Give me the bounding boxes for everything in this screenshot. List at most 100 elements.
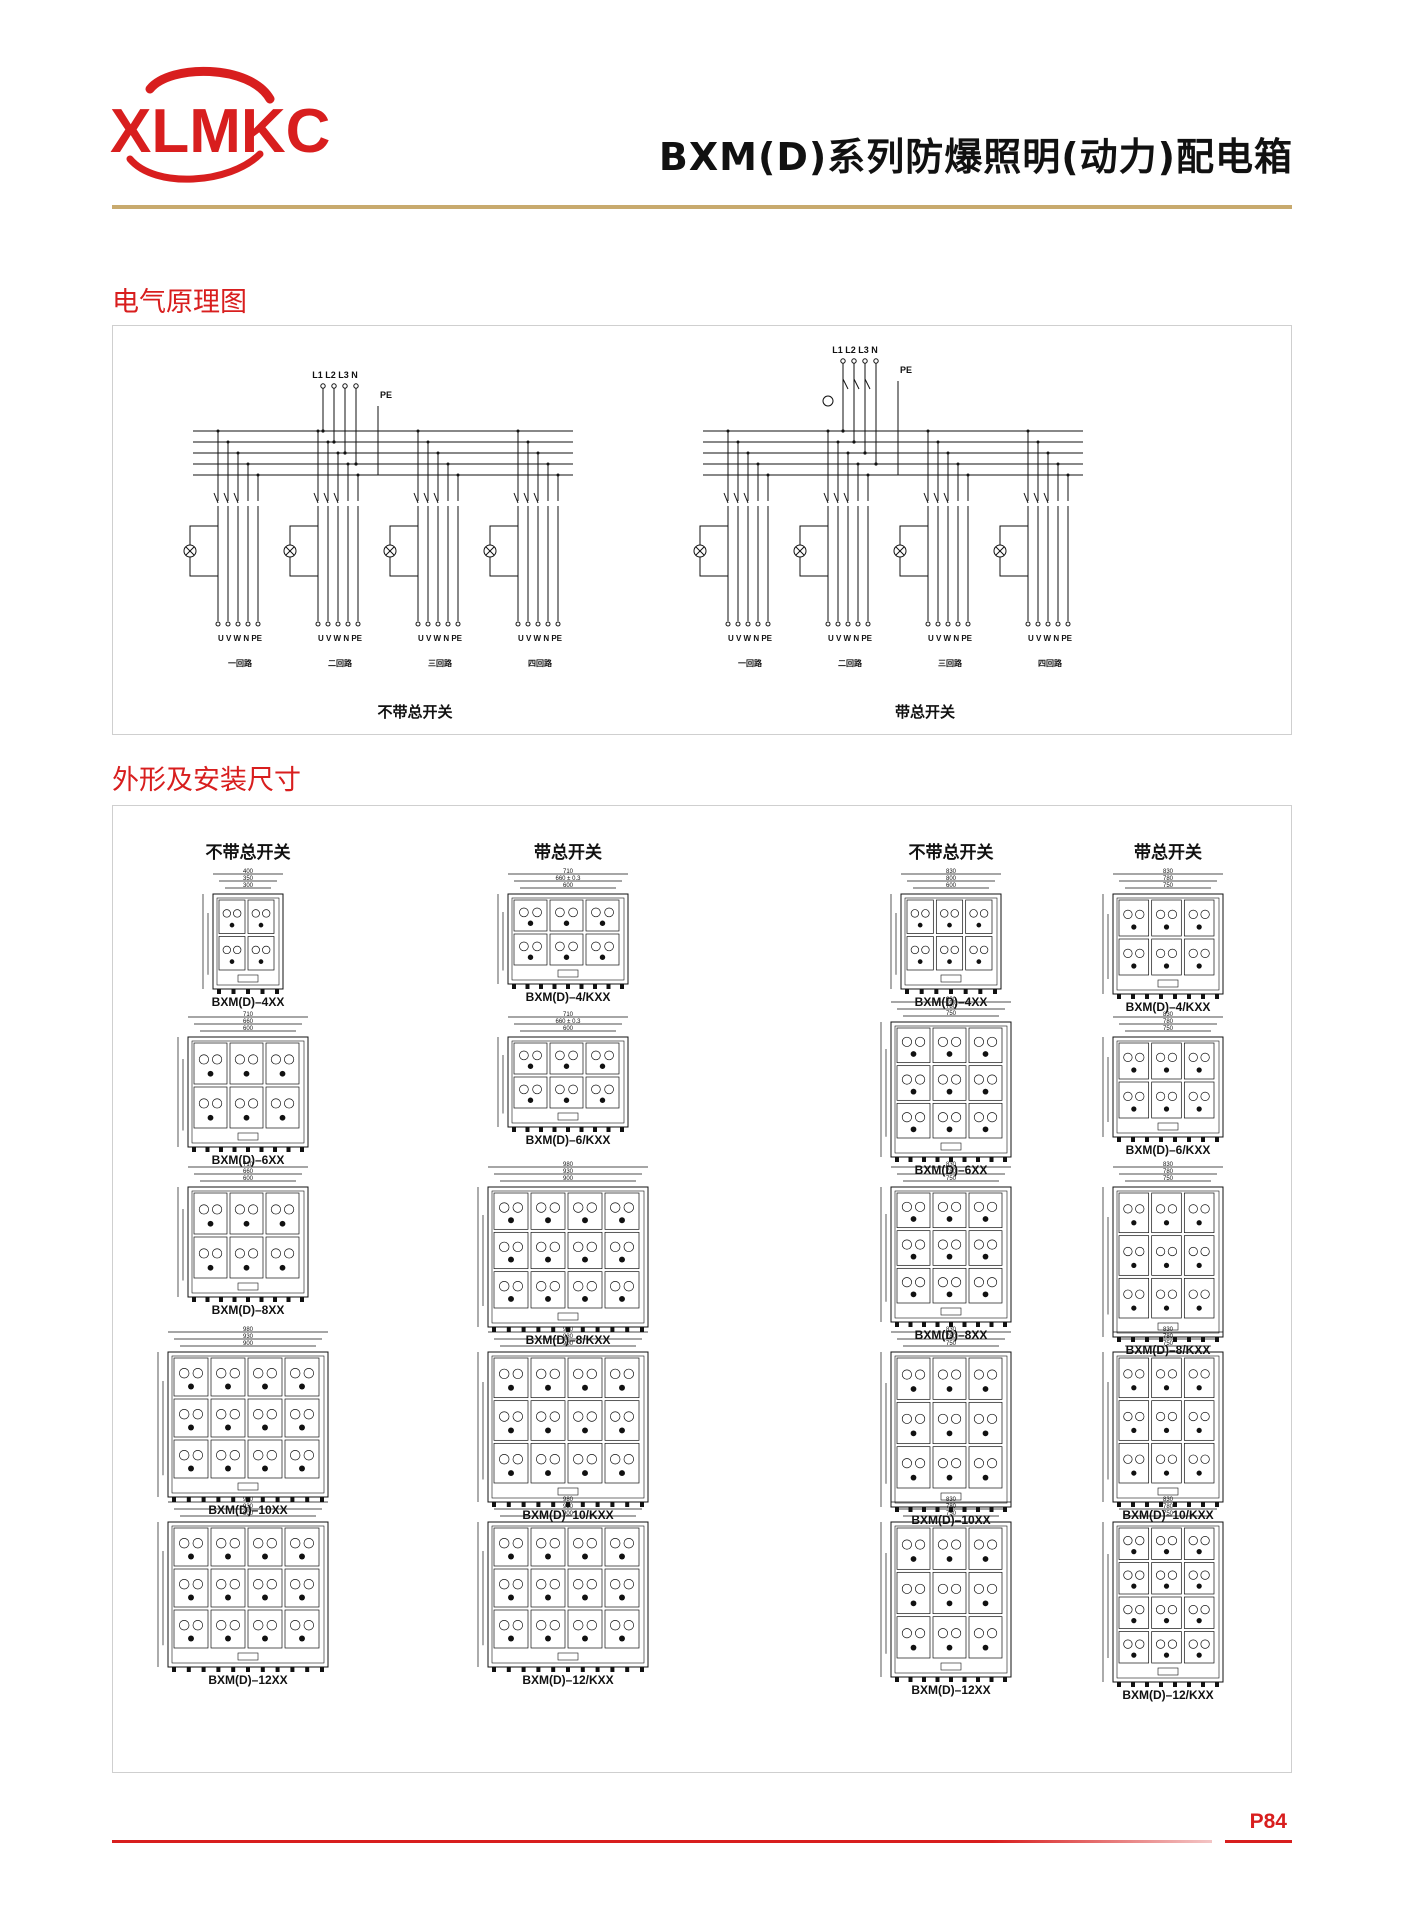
module-frame — [1183, 1631, 1215, 1664]
switch-knob — [216, 1620, 227, 1631]
module-frame — [1118, 1235, 1150, 1276]
cable-gland — [539, 984, 543, 989]
switch-knob — [1155, 1052, 1166, 1062]
cable-gland — [551, 1327, 556, 1332]
switch-knob — [987, 1277, 998, 1288]
module-frame — [896, 1401, 931, 1445]
switch-knob — [499, 1579, 510, 1590]
module-frame — [968, 1027, 1003, 1064]
indicator-dot — [1196, 1305, 1202, 1311]
switch-knob — [1200, 948, 1210, 958]
cable-gland — [1201, 1137, 1205, 1142]
switch-knob — [532, 941, 542, 952]
module-frame — [567, 1400, 603, 1441]
switch-knob — [623, 1368, 634, 1380]
cable-gland — [1131, 1682, 1135, 1687]
indicator-dot — [508, 1635, 514, 1642]
cable-gland — [1173, 1337, 1177, 1342]
indicator-dot — [619, 1217, 625, 1224]
module-frame — [1118, 1596, 1150, 1629]
cable-gland — [259, 1147, 264, 1152]
switch-knob — [192, 1368, 203, 1379]
module-frame — [247, 899, 275, 934]
switch-knob — [266, 1538, 277, 1549]
module-frame — [1118, 899, 1150, 937]
switch-knob — [604, 1050, 614, 1061]
indicator-dot — [910, 1474, 917, 1481]
switch-knob — [915, 1369, 926, 1380]
breaker — [1023, 492, 1029, 504]
indicator-dot — [1196, 1549, 1202, 1555]
module-frame — [1118, 1562, 1150, 1595]
indicator-dot — [910, 1430, 917, 1437]
switch-knob — [253, 1579, 264, 1590]
switch-knob — [1135, 1639, 1145, 1649]
cable-gland — [300, 1297, 304, 1302]
dimension-value: 830 — [1163, 869, 1174, 875]
dimension-value: 900 — [243, 1511, 254, 1517]
switch-knob — [1135, 1369, 1145, 1379]
module-frame — [530, 1609, 566, 1649]
indicator-dot — [225, 1465, 231, 1472]
dimension-value: 900 — [243, 1341, 254, 1347]
switch-knob — [937, 1201, 948, 1212]
cable-gland — [593, 984, 597, 989]
terminal-labels: U V W N PE — [728, 634, 773, 643]
cable-gland — [625, 1667, 630, 1672]
cable-gland — [1215, 1137, 1219, 1142]
cable-gland — [1173, 1682, 1177, 1687]
module-frame — [210, 1568, 246, 1608]
module-frame — [1183, 1596, 1215, 1629]
indicator-dot — [299, 1424, 305, 1431]
switch-knob — [1200, 1454, 1210, 1464]
switch-knob — [284, 1248, 295, 1259]
switch-knob — [591, 941, 601, 952]
switch-knob — [987, 1201, 998, 1212]
cable-gland — [273, 1147, 277, 1152]
cable-gland — [506, 1502, 511, 1507]
switch-knob — [512, 1579, 523, 1590]
terminal — [235, 621, 241, 627]
cable-gland — [290, 1667, 295, 1672]
switch-knob — [519, 1084, 529, 1095]
module-frame — [932, 1192, 967, 1229]
cable-gland — [1145, 1137, 1149, 1142]
cable-gland — [978, 989, 983, 994]
dimension-value: 750 — [946, 1511, 957, 1517]
terminal — [1055, 621, 1061, 627]
indicator-dot — [207, 1220, 214, 1227]
indicator-dot — [262, 1424, 268, 1431]
model-label: BXM(D)–4/KXX — [1125, 1000, 1211, 1014]
indicator-dot — [225, 1424, 231, 1431]
indicator-dot — [508, 1553, 514, 1560]
cable-gland — [260, 989, 265, 994]
indicator-dot — [1163, 1262, 1170, 1269]
dimension-value: 660 ± 0.3 — [556, 1019, 582, 1025]
indicator-dot — [1196, 1262, 1202, 1269]
breaker — [233, 492, 239, 504]
indicator-dot — [545, 1427, 551, 1434]
main-switch — [842, 378, 849, 390]
switch-knob — [987, 1413, 998, 1424]
model-label: BXM(D)–8/KXX — [1125, 1343, 1211, 1357]
cable-gland — [1003, 1677, 1007, 1682]
cable-gland — [1159, 1137, 1163, 1142]
breaker — [733, 492, 739, 504]
cable-gland — [521, 1502, 526, 1507]
dimension-value: 830 — [946, 997, 957, 1003]
dimension-value: 830 — [1163, 1327, 1174, 1333]
indicator-dot — [299, 1553, 305, 1560]
switch-knob — [248, 1098, 259, 1109]
switch-knob — [216, 1409, 227, 1420]
indicator-dot — [508, 1594, 514, 1601]
switch-knob — [973, 1201, 984, 1212]
module-frame — [1183, 1357, 1215, 1399]
cable-gland — [976, 1507, 980, 1512]
terminal — [355, 621, 361, 627]
indicator-dot — [1131, 1305, 1137, 1311]
switch-knob — [1167, 948, 1178, 958]
nameplate — [237, 1482, 259, 1491]
cable-gland — [217, 989, 221, 994]
